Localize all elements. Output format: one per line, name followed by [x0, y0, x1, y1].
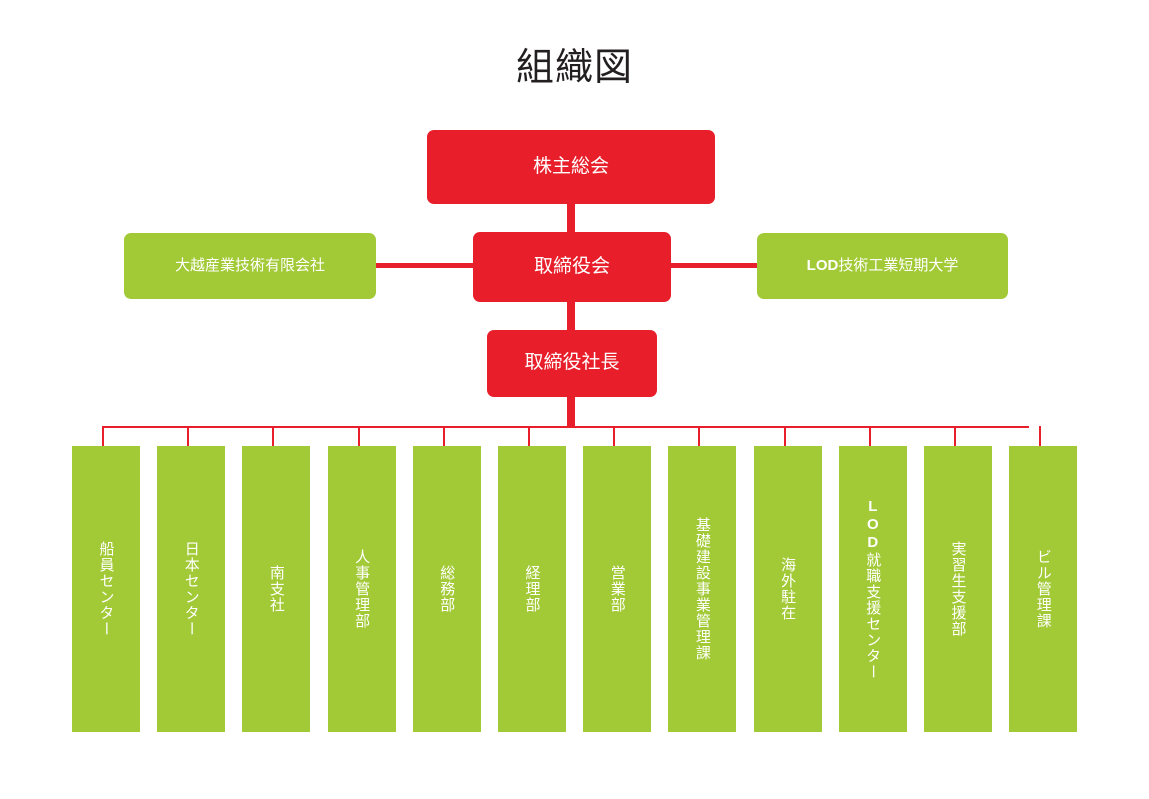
department-connector	[187, 426, 190, 446]
connector-board-to-affiliate-left	[368, 263, 480, 268]
node-affiliate-right-label-bold: LOD	[806, 257, 839, 275]
department-label: 日本センター	[182, 541, 200, 637]
department-item[interactable]: 基礎建設事業管理課	[668, 426, 737, 732]
department-connector	[442, 426, 445, 446]
department-item[interactable]: 日本センター	[157, 426, 226, 732]
department-label-rest: 就職支援センター	[864, 552, 882, 680]
department-label-bold: LOD	[864, 498, 882, 552]
node-affiliate-right[interactable]: LOD技術工業短期大学	[757, 233, 1008, 299]
department-item[interactable]: 南支社	[242, 426, 311, 732]
department-label: 営業部	[608, 565, 626, 613]
department-box[interactable]: 営業部	[583, 446, 652, 732]
department-connector	[698, 426, 701, 446]
department-box[interactable]: 実習生支援部	[924, 446, 992, 732]
department-item[interactable]: 総務部	[412, 426, 481, 732]
department-label: 人事管理部	[353, 549, 371, 629]
department-connector	[954, 426, 956, 446]
department-connector	[1039, 426, 1042, 446]
page-title: 組織図	[515, 47, 633, 89]
department-item[interactable]: ビル管理課	[1009, 426, 1078, 732]
department-box[interactable]: 総務部	[412, 446, 481, 732]
department-connector	[528, 426, 530, 446]
department-label: 総務部	[438, 565, 456, 613]
department-label: 船員センター	[97, 541, 115, 637]
department-item[interactable]: 営業部	[583, 426, 652, 732]
department-connector	[783, 426, 786, 446]
department-label: 実習生支援部	[949, 541, 967, 637]
node-shareholders-meeting[interactable]: 株主総会	[427, 130, 715, 204]
department-box[interactable]: 日本センター	[157, 446, 226, 732]
department-item[interactable]: 実習生支援部	[924, 426, 992, 732]
department-label: 基礎建設事業管理課	[693, 517, 711, 661]
department-box[interactable]: 経理部	[498, 446, 566, 732]
node-board-of-directors[interactable]: 取締役会	[473, 232, 671, 302]
node-affiliate-left[interactable]: 大越産業技術有限会社	[124, 233, 376, 299]
department-connector	[357, 426, 360, 446]
department-label: LOD就職支援センター	[864, 498, 882, 680]
department-item[interactable]: 船員センター	[72, 426, 140, 732]
department-box[interactable]: 人事管理部	[327, 446, 396, 732]
department-item[interactable]: LOD就職支援センター	[838, 426, 907, 732]
department-item[interactable]: 経理部	[498, 426, 566, 732]
department-label: 南支社	[267, 565, 285, 613]
department-bus-bar	[103, 426, 1029, 428]
department-connector	[272, 426, 275, 446]
department-label: 経理部	[523, 565, 541, 613]
department-box[interactable]: 南支社	[242, 446, 311, 732]
node-affiliate-left-label: 大越産業技術有限会社	[174, 257, 325, 275]
node-president[interactable]: 取締役社長	[487, 330, 657, 397]
node-affiliate-right-label: LOD技術工業短期大学	[807, 256, 959, 276]
department-box[interactable]: 船員センター	[72, 446, 140, 732]
department-label: 海外駐在	[779, 557, 797, 621]
connector-board-to-affiliate-right	[664, 263, 764, 268]
department-box[interactable]: ビル管理課	[1009, 446, 1078, 732]
department-connector	[868, 426, 871, 446]
department-item[interactable]: 人事管理部	[327, 426, 396, 732]
department-box[interactable]: LOD就職支援センター	[838, 446, 907, 732]
department-connector	[102, 426, 104, 446]
connector-shareholders-to-board	[567, 196, 575, 240]
department-item[interactable]: 海外駐在	[753, 426, 822, 732]
node-president-label: 取締役社長	[524, 352, 620, 374]
connector-board-to-president	[567, 294, 575, 338]
department-row: 船員センター 日本センター 南支社 人事管理部 総務部 経理部 営業部 基礎建設事業管理課 海外…	[72, 426, 1078, 732]
node-board-of-directors-label: 取締役会	[533, 255, 610, 277]
node-shareholders-meeting-label: 株主総会	[532, 155, 609, 177]
department-box[interactable]: 海外駐在	[753, 446, 822, 732]
connector-president-to-departments	[567, 390, 575, 428]
department-label: ビル管理課	[1034, 549, 1052, 629]
department-box[interactable]: 基礎建設事業管理課	[668, 446, 737, 732]
department-connector	[613, 426, 616, 446]
node-affiliate-right-label-rest: 技術工業短期大学	[838, 257, 959, 275]
